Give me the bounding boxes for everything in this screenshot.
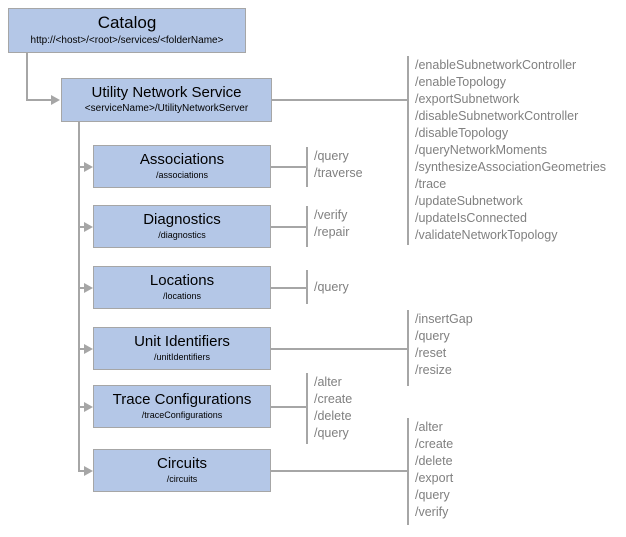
trace-configurations-path: /traceConfigurations <box>141 410 223 421</box>
operation-item: /synthesizeAssociationGeometries <box>415 160 607 174</box>
locations-path: /locations <box>162 291 202 302</box>
unit-identifiers-path: /unitIdentifiers <box>153 352 211 363</box>
operation-item: /query <box>314 426 349 440</box>
connector-child-horizontal <box>78 166 86 168</box>
unit-identifiers-title: Unit Identifiers <box>134 332 230 350</box>
operation-item: /alter <box>415 420 443 434</box>
connector-child-arrowhead <box>84 283 93 293</box>
connector-child-arrowhead <box>84 222 93 232</box>
diagnostics-node[interactable]: Diagnostics /diagnostics <box>93 205 271 248</box>
utility-network-service-node[interactable]: Utility Network Service <serviceName>/Ut… <box>61 78 272 122</box>
diagnostics-operations-list: /verify /repair <box>314 207 349 241</box>
service-operations-list: /enableSubnetworkController /enableTopol… <box>415 57 606 244</box>
ops-bar-diagnostics <box>306 206 308 247</box>
connector-diagnostics-to-ops <box>271 226 308 228</box>
operation-item: /query <box>415 488 450 502</box>
operation-item: /updateSubnetwork <box>415 194 523 208</box>
operation-item: /verify <box>314 208 348 222</box>
associations-operations-list: /query /traverse <box>314 148 363 182</box>
operation-item: /enableSubnetworkController <box>415 58 577 72</box>
operation-item: /export <box>415 471 454 485</box>
circuits-operations-list: /alter /create /delete /export /query /v… <box>415 419 453 521</box>
ops-bar-trace-configurations <box>306 373 308 444</box>
ops-bar-circuits <box>407 418 409 525</box>
associations-path: /associations <box>155 170 209 181</box>
connector-child-arrowhead <box>84 344 93 354</box>
operation-item: /create <box>314 392 353 406</box>
unit-identifiers-node[interactable]: Unit Identifiers /unitIdentifiers <box>93 327 271 370</box>
connector-child-arrowhead <box>84 466 93 476</box>
connector-catalog-vertical <box>26 53 28 100</box>
operation-item: /trace <box>415 177 447 191</box>
circuits-title: Circuits <box>156 454 207 472</box>
operation-item: /delete <box>415 454 453 468</box>
catalog-path: http://<host>/<root>/services/<folderNam… <box>30 34 224 46</box>
unit-identifiers-operations-list: /insertGap /query /reset /resize <box>415 311 473 379</box>
connector-trace-configurations-to-ops <box>271 406 308 408</box>
ops-bar-associations <box>306 147 308 187</box>
catalog-title: Catalog <box>97 13 157 33</box>
connector-catalog-arrowhead <box>51 95 60 105</box>
service-path: <serviceName>/UtilityNetworkServer <box>84 103 249 115</box>
connector-locations-to-ops <box>271 287 308 289</box>
connector-service-to-ops <box>272 99 408 101</box>
operation-item: /disableTopology <box>415 126 509 140</box>
connector-unit-identifiers-to-ops <box>271 348 408 350</box>
operation-item: /enableTopology <box>415 75 507 89</box>
connector-associations-to-ops <box>271 166 308 168</box>
diagnostics-title: Diagnostics <box>143 210 221 228</box>
connector-trunk-vertical <box>78 122 80 471</box>
operation-item: /traverse <box>314 166 363 180</box>
diagnostics-path: /diagnostics <box>158 230 206 241</box>
operation-item: /verify <box>415 505 449 519</box>
circuits-node[interactable]: Circuits /circuits <box>93 449 271 492</box>
trace-configurations-title: Trace Configurations <box>112 390 252 408</box>
operation-item: /create <box>415 437 454 451</box>
operation-item: /repair <box>314 225 350 239</box>
operation-item: /exportSubnetwork <box>415 92 520 106</box>
trace-configurations-operations-list: /alter /create /delete /query <box>314 374 352 442</box>
operation-item: /query <box>415 329 450 343</box>
operation-item: /reset <box>415 346 447 360</box>
locations-title: Locations <box>149 271 215 289</box>
ops-bar-locations <box>306 270 308 304</box>
operation-item: /updateIsConnected <box>415 211 527 225</box>
operation-item: /disableSubnetworkController <box>415 109 579 123</box>
operation-item: /alter <box>314 375 342 389</box>
connector-child-horizontal <box>78 470 86 472</box>
connector-child-horizontal <box>78 348 86 350</box>
connector-child-horizontal <box>78 226 86 228</box>
connector-child-arrowhead <box>84 402 93 412</box>
connector-child-arrowhead <box>84 162 93 172</box>
connector-catalog-horizontal <box>26 99 52 101</box>
operation-item: /query <box>314 149 349 163</box>
associations-node[interactable]: Associations /associations <box>93 145 271 188</box>
ops-bar-service <box>407 56 409 245</box>
associations-title: Associations <box>139 150 225 168</box>
locations-node[interactable]: Locations /locations <box>93 266 271 309</box>
connector-circuits-to-ops <box>271 470 408 472</box>
operation-item: /delete <box>314 409 352 423</box>
catalog-node[interactable]: Catalog http://<host>/<root>/services/<f… <box>8 8 246 53</box>
service-title: Utility Network Service <box>91 83 242 101</box>
locations-operations-list: /query <box>314 279 349 296</box>
operation-item: /queryNetworkMoments <box>415 143 547 157</box>
operation-item: /resize <box>415 363 452 377</box>
ops-bar-unit-identifiers <box>407 310 409 386</box>
circuits-path: /circuits <box>166 474 198 485</box>
connector-child-horizontal <box>78 287 86 289</box>
operation-item: /insertGap <box>415 312 473 326</box>
operation-item: /validateNetworkTopology <box>415 228 558 242</box>
trace-configurations-node[interactable]: Trace Configurations /traceConfiguration… <box>93 385 271 428</box>
connector-child-horizontal <box>78 406 86 408</box>
operation-item: /query <box>314 280 349 294</box>
